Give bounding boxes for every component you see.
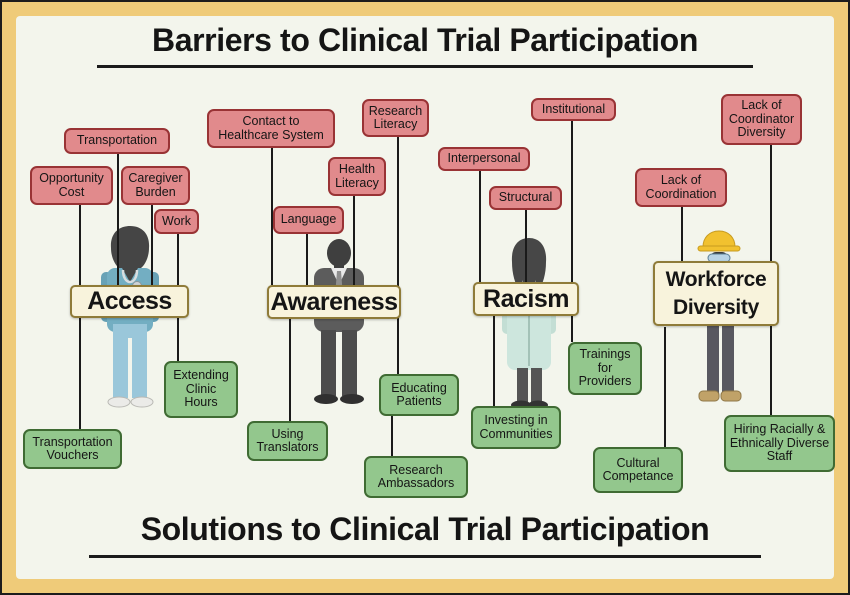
barrier-work: Work (154, 209, 199, 234)
sign-workforce-diversity: Workforce Diversity (653, 261, 779, 326)
sign-racism: Racism (473, 282, 579, 316)
line-sign-to-translators (289, 319, 291, 422)
line-language-to-sign (306, 233, 308, 285)
barrier-lack-coordination: Lack of Coordination (635, 168, 727, 207)
solutions-title-underline (89, 555, 761, 558)
solution-research-ambassadors: Research Ambassadors (364, 456, 468, 498)
line-contact-to-sign (271, 148, 273, 285)
solution-trainings-providers: Trainings for Providers (568, 342, 642, 395)
barrier-institutional: Institutional (531, 98, 616, 121)
solution-cultural-competance: Cultural Competance (593, 447, 683, 493)
line-interpersonal-to-sign (479, 170, 481, 282)
line-institutional-to-trainings (571, 120, 573, 342)
solution-transportation-vouchers: Transportation Vouchers (23, 429, 122, 469)
solution-investing-communities: Investing in Communities (471, 406, 561, 449)
line-caregiver-burden-to-sign (151, 205, 153, 285)
barrier-lack-coordinator-diversity: Lack of Coordinator Diversity (721, 94, 802, 145)
sign-awareness: Awareness (267, 285, 401, 319)
line-transportation-to-sign (117, 154, 119, 285)
line-sign-to-cultural-competance (664, 327, 666, 449)
barrier-language: Language (273, 206, 344, 234)
barrier-health-literacy: Health Literacy (328, 157, 386, 196)
line-educating-to-ambassadors (391, 415, 393, 457)
barriers-title-underline (97, 65, 753, 68)
barrier-interpersonal: Interpersonal (438, 147, 530, 171)
barrier-contact-healthcare: Contact to Healthcare System (207, 109, 335, 148)
scientist-figure (502, 238, 556, 410)
solution-hiring-diverse-staff: Hiring Racially & Ethnically Diverse Sta… (724, 415, 835, 472)
barrier-transportation: Transportation (64, 128, 170, 154)
barriers-title: Barriers to Clinical Trial Participation (152, 22, 698, 58)
sign-access: Access (70, 285, 189, 318)
line-coordination-to-sign (681, 206, 683, 262)
line-structural-to-sign (525, 209, 527, 282)
solution-extending-clinic-hours: Extending Clinic Hours (164, 361, 238, 418)
line-research-literacy-to-educating (397, 137, 399, 375)
barrier-research-literacy: Research Literacy (362, 99, 429, 137)
line-sign-to-investing (493, 316, 495, 407)
solution-educating-patients: Educating Patients (379, 374, 459, 416)
barrier-structural: Structural (489, 186, 562, 210)
solutions-title: Solutions to Clinical Trial Participatio… (140, 511, 710, 547)
solution-using-translators: Using Translators (247, 421, 328, 461)
barrier-opportunity-cost: Opportunity Cost (30, 166, 113, 205)
barrier-caregiver-burden: Caregiver Burden (121, 166, 190, 205)
line-health-literacy-to-sign (353, 195, 355, 285)
businessman-figure (314, 239, 364, 404)
